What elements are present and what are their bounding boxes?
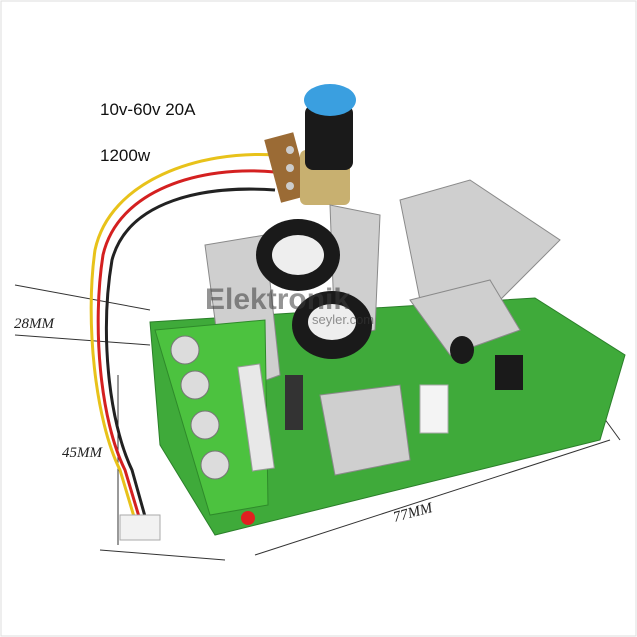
header-connector — [419, 384, 449, 434]
dimension-lines — [14, 284, 621, 561]
spec-voltage-current: 10v-60v 20A — [100, 100, 196, 119]
led — [241, 511, 255, 525]
knob-cap — [304, 84, 356, 116]
potentiometer — [264, 84, 356, 205]
fuse — [237, 363, 275, 472]
wire-connector — [119, 514, 161, 541]
knob — [305, 105, 353, 170]
diode — [285, 375, 303, 430]
dimension-height-label: 28MM — [14, 316, 54, 332]
capacitors — [256, 219, 474, 364]
watermark-domain: seyler.com — [312, 312, 375, 327]
spec-power: 1200w — [100, 146, 151, 165]
watermark-brand: Elektronik — [205, 283, 351, 316]
dimension-width-label: 45MM — [62, 445, 102, 461]
ic-chip — [495, 355, 523, 390]
wires — [89, 152, 276, 521]
